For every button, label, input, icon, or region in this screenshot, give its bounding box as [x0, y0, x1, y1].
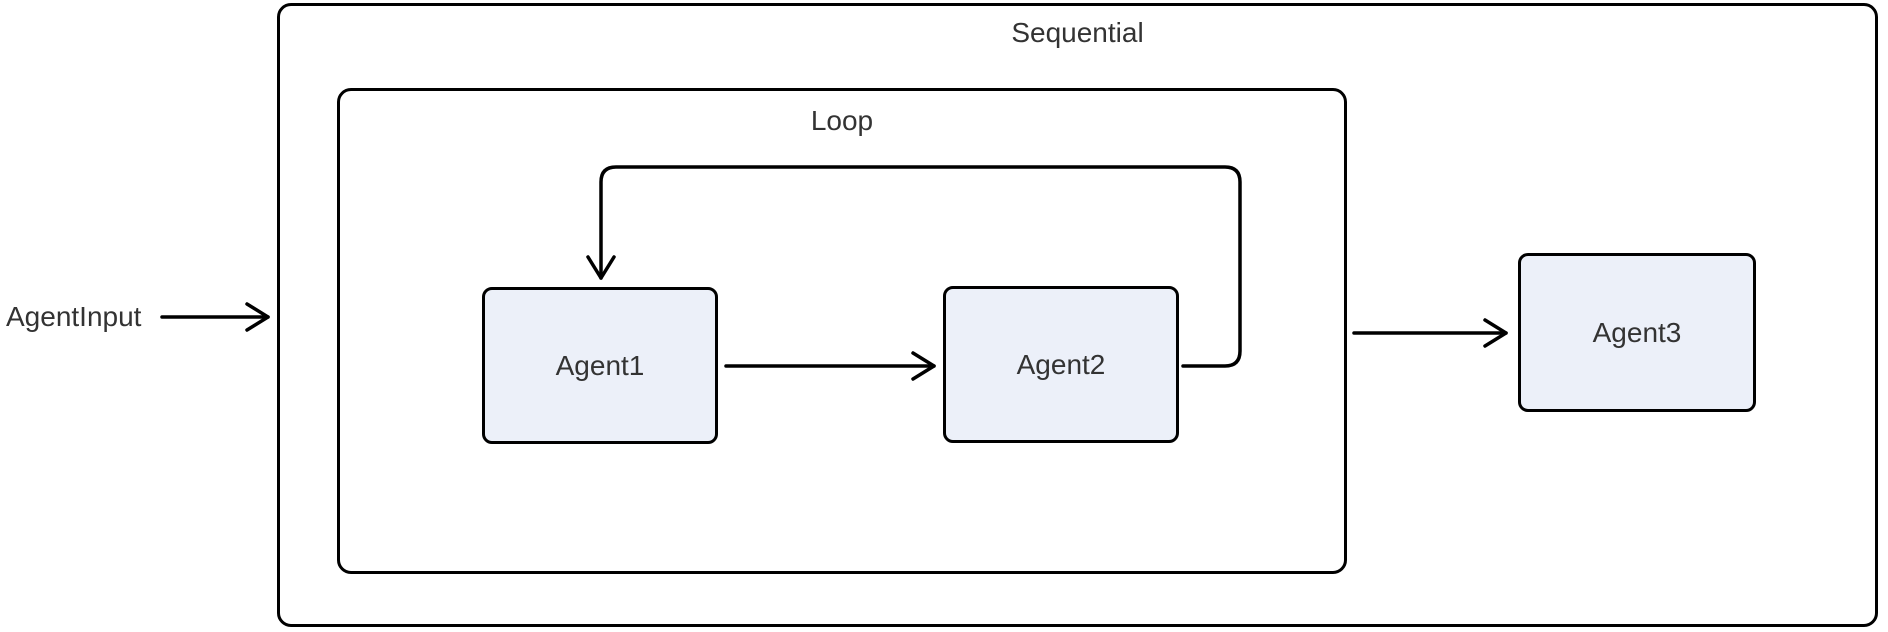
node-agent1-label: Agent1	[555, 349, 645, 381]
container-sequential: Sequential	[277, 3, 1878, 627]
container-loop: Loop	[337, 88, 1347, 574]
container-loop-label: Loop	[810, 105, 874, 136]
agent-input-label: AgentInput	[6, 301, 142, 332]
node-agent3: Agent3	[1518, 253, 1756, 412]
node-agent3-label: Agent3	[1592, 316, 1682, 348]
node-agent1: Agent1	[482, 287, 718, 444]
container-sequential-label: Sequential	[1011, 17, 1144, 48]
node-agent2-label: Agent2	[1016, 348, 1106, 380]
node-agent2: Agent2	[943, 286, 1179, 443]
